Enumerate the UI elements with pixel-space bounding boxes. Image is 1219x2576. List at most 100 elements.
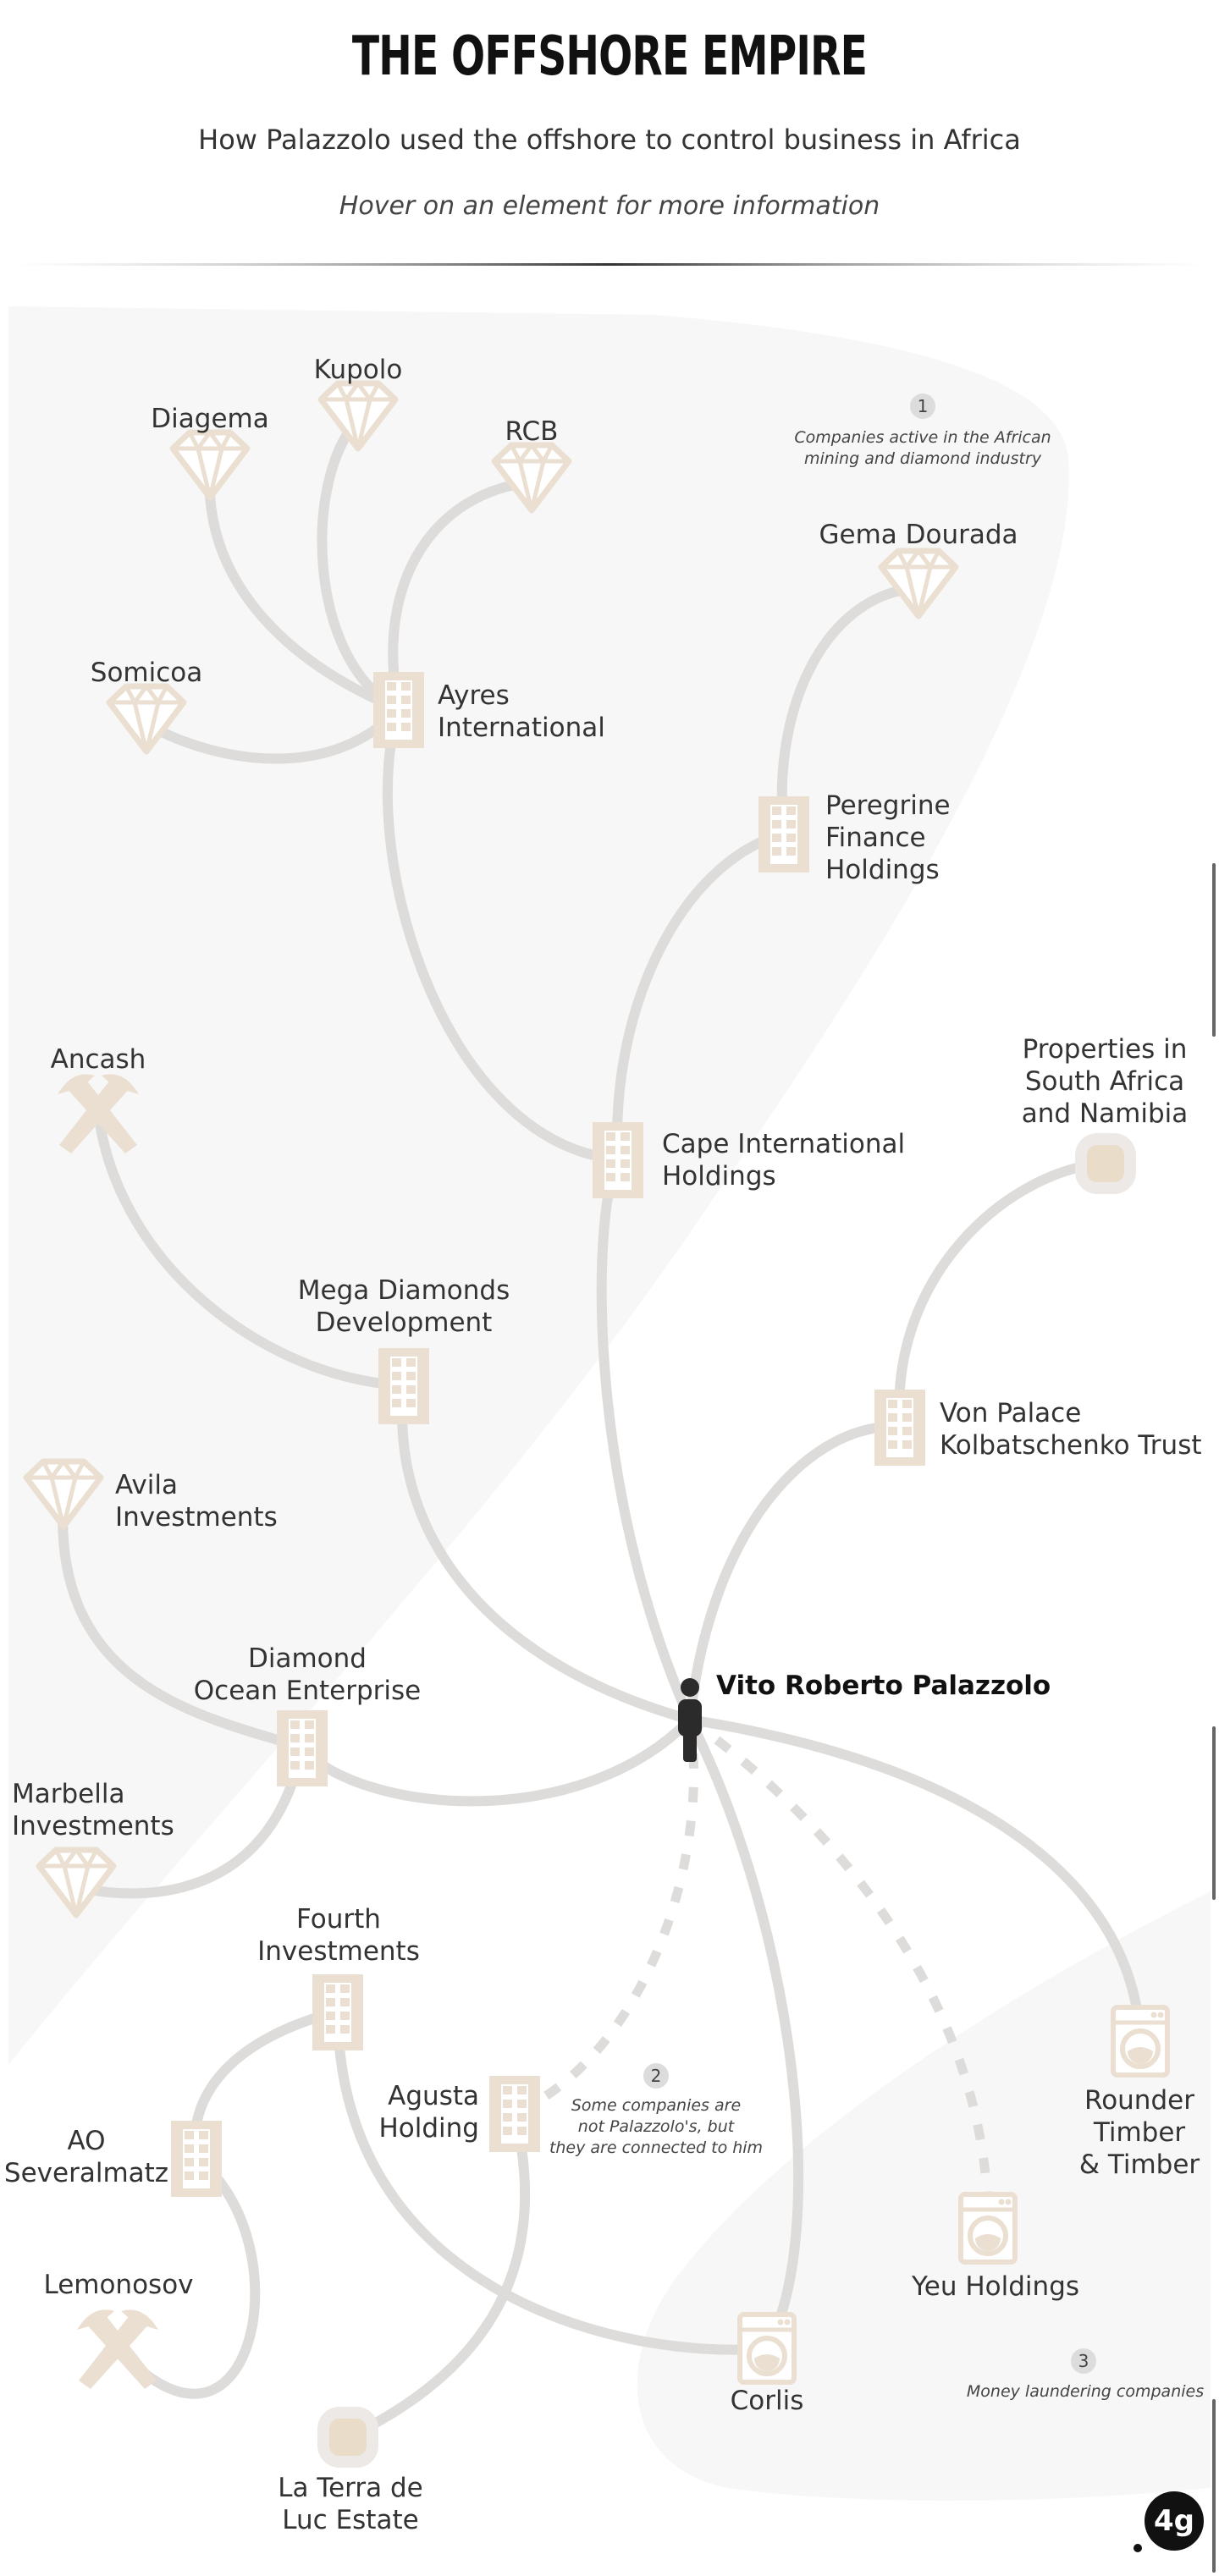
scroll-marker-1 [1212, 863, 1216, 1037]
washing-machine-icon[interactable] [1111, 2005, 1170, 2078]
link-diamondocean-to-avila [58, 1494, 307, 1753]
link-ayres-to-diagema [204, 465, 404, 714]
note-badge [1071, 2348, 1096, 2374]
node-label-line: Yeu Holdings [911, 2271, 1079, 2302]
header-divider [8, 263, 1211, 266]
node-label-line: La Terra de [278, 2473, 422, 2503]
zone-money-laundering [637, 1891, 1211, 2501]
link-peregrine-to-gema [776, 583, 924, 839]
building-icon[interactable] [378, 1348, 429, 1424]
node-label-line: Marbella [12, 1779, 124, 1809]
scroll-marker-3 [1212, 2399, 1216, 2573]
building-icon[interactable] [373, 672, 424, 748]
diamond-icon[interactable] [878, 548, 959, 619]
node-label-line: RCB [505, 416, 559, 447]
link-agusta-to-laterra [343, 2108, 531, 2442]
diamond-icon[interactable] [23, 1458, 104, 1530]
link-cape-to-ayres [382, 704, 623, 1164]
washing-machine-icon[interactable] [958, 2192, 1018, 2265]
node-label-rcb[interactable]: RCB [505, 416, 559, 447]
central-person-name[interactable]: Vito Roberto Palazzolo [716, 1671, 1051, 1701]
node-label-line: Rounder [1084, 2085, 1194, 2116]
node-label-line: Investments [12, 1811, 174, 1841]
nodes-layer [23, 380, 1170, 2468]
diamond-icon[interactable] [169, 429, 251, 501]
node-label-lemonosov[interactable]: Lemonosov [43, 2270, 193, 2300]
node-label-line: Peregrine [825, 790, 951, 821]
node-label-yeu[interactable]: Yeu Holdings [911, 2271, 1079, 2302]
node-label-kupolo[interactable]: Kupolo [314, 355, 403, 385]
node-label-line: Avila [115, 1470, 178, 1500]
diamond-icon[interactable] [491, 442, 572, 514]
note-number: 3 [1078, 2351, 1089, 2371]
note-line: mining and diamond industry [804, 449, 1042, 468]
link-palazzolo-to-mega [397, 1380, 695, 1725]
building-icon[interactable] [489, 2076, 540, 2152]
node-label-line: Ocean Enterprise [194, 1676, 421, 1706]
link-fourth-to-corlis [333, 2006, 772, 2355]
node-label-line: Fourth [296, 1904, 381, 1935]
pickaxe-hammer-icon[interactable] [77, 2309, 158, 2389]
node-label-corlis[interactable]: Corlis [731, 2386, 804, 2416]
note-badge [910, 394, 935, 419]
node-label-ancash[interactable]: Ancash [51, 1044, 146, 1075]
node-label-line: Luc Estate [282, 2505, 418, 2535]
node-label-line: Holdings [662, 1161, 776, 1192]
node-label-diagema[interactable]: Diagema [151, 404, 268, 434]
washing-machine-icon[interactable] [737, 2312, 797, 2385]
node-label-line: Severalmatz [4, 2158, 168, 2188]
note-text: Money laundering companies [967, 2382, 1204, 2401]
link-palazzolo-to-yeu [687, 1715, 993, 2229]
link-ao-to-lemonosov [113, 2153, 261, 2399]
diamond-icon[interactable] [317, 380, 399, 452]
node-label-line: Timber [1093, 2117, 1186, 2148]
node-label-line: Mega Diamonds [298, 1275, 510, 1306]
link-ayres-to-kupolo [317, 416, 404, 714]
building-icon[interactable] [874, 1390, 925, 1466]
link-cape-to-peregrine [612, 828, 789, 1164]
node-label-gema[interactable]: Gema Dourada [819, 520, 1018, 550]
person-icon[interactable] [678, 1678, 702, 1762]
note-line: not Palazzolo's, but [578, 2117, 736, 2136]
node-label-line: Diamond [248, 1643, 367, 1674]
node-label-line: Properties in [1023, 1034, 1188, 1065]
property-icon[interactable] [1075, 1133, 1136, 1194]
node-label-line: Investments [257, 1936, 420, 1967]
node-label-line: Ancash [51, 1044, 146, 1075]
link-palazzolo-to-rounder [685, 1715, 1145, 2046]
link-palazzolo-to-corlis [685, 1715, 804, 2353]
note-line: Some companies are [571, 2096, 741, 2115]
pickaxe-hammer-icon[interactable] [58, 1074, 139, 1153]
note-number: 1 [918, 396, 929, 416]
building-icon[interactable] [171, 2121, 222, 2197]
node-label-line: Agusta [388, 2081, 479, 2111]
node-label-line: and Namibia [1022, 1098, 1188, 1129]
building-icon[interactable] [277, 1710, 328, 1786]
building-icon[interactable] [312, 1974, 363, 2050]
property-icon[interactable] [317, 2407, 378, 2468]
building-icon[interactable] [758, 796, 809, 872]
node-label-somicoa[interactable]: Somicoa [91, 658, 202, 688]
diamond-icon[interactable] [106, 683, 187, 755]
hover-hint: Hover on an element for more information [339, 191, 880, 221]
node-label-line: Cape International [662, 1129, 905, 1159]
diamond-icon[interactable] [36, 1847, 117, 1918]
building-icon[interactable] [593, 1122, 643, 1198]
node-label-line: Investments [115, 1502, 278, 1533]
